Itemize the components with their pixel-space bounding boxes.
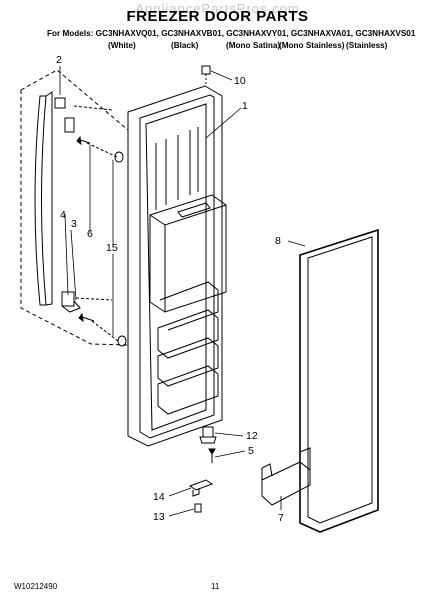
stop-screw: [194, 503, 202, 513]
watermark: AppliancePartsPros.com: [135, 1, 300, 16]
callout-15: 15: [106, 242, 118, 254]
door-outer-panel: [127, 85, 223, 447]
callout-13: 13: [153, 511, 165, 523]
door-liner: [139, 94, 215, 439]
callout-4: 4: [60, 209, 66, 221]
callout-8: 8: [275, 235, 281, 247]
callout-1: 1: [242, 100, 248, 112]
color-label-mono-satina: (Mono Satina): [226, 41, 281, 50]
hole-plug-top: [114, 151, 124, 163]
color-label-white: (White): [108, 41, 136, 50]
hinge-bushing: [202, 426, 214, 438]
callout-3: 3: [71, 218, 77, 230]
page-title: FREEZER DOOR PARTS: [126, 8, 309, 25]
door-gasket: [299, 228, 379, 533]
color-label-mono-stainless: (Mono Stainless): [279, 41, 345, 50]
handle-group: [20, 69, 129, 347]
page-number: 11: [211, 582, 220, 591]
callout-5: 5: [248, 445, 254, 457]
stop-bracket: [188, 479, 214, 491]
model-list: For Models: GC3NHAXVQ01, GC3NHAXVB01, GC…: [47, 29, 416, 38]
dispenser-housing: [149, 194, 227, 313]
bottom-hinge-parts: [188, 426, 217, 513]
handle-mount-top: [54, 97, 66, 109]
callout-14: 14: [153, 491, 165, 503]
hinge-pin-screw: [208, 448, 216, 463]
document-number: W10212490: [14, 582, 58, 591]
color-label-stainless: (Stainless): [346, 41, 388, 50]
door-handle: [34, 95, 47, 306]
color-label-black: (Black): [171, 41, 199, 50]
door-bin: [261, 447, 311, 506]
door-shelves: [157, 281, 219, 415]
hole-plug-bottom: [117, 335, 127, 347]
callout-2: 2: [56, 54, 62, 66]
handle-trim-top: [64, 117, 75, 133]
callout-6: 6: [87, 228, 93, 240]
callout-12: 12: [246, 430, 258, 442]
handle-screw-bottom: [78, 312, 95, 323]
handle-screw-top: [76, 135, 91, 146]
door-assembly: [127, 65, 227, 447]
hinge-screw: [201, 65, 211, 84]
callout-7: 7: [278, 512, 284, 524]
callout-10: 10: [234, 75, 246, 87]
